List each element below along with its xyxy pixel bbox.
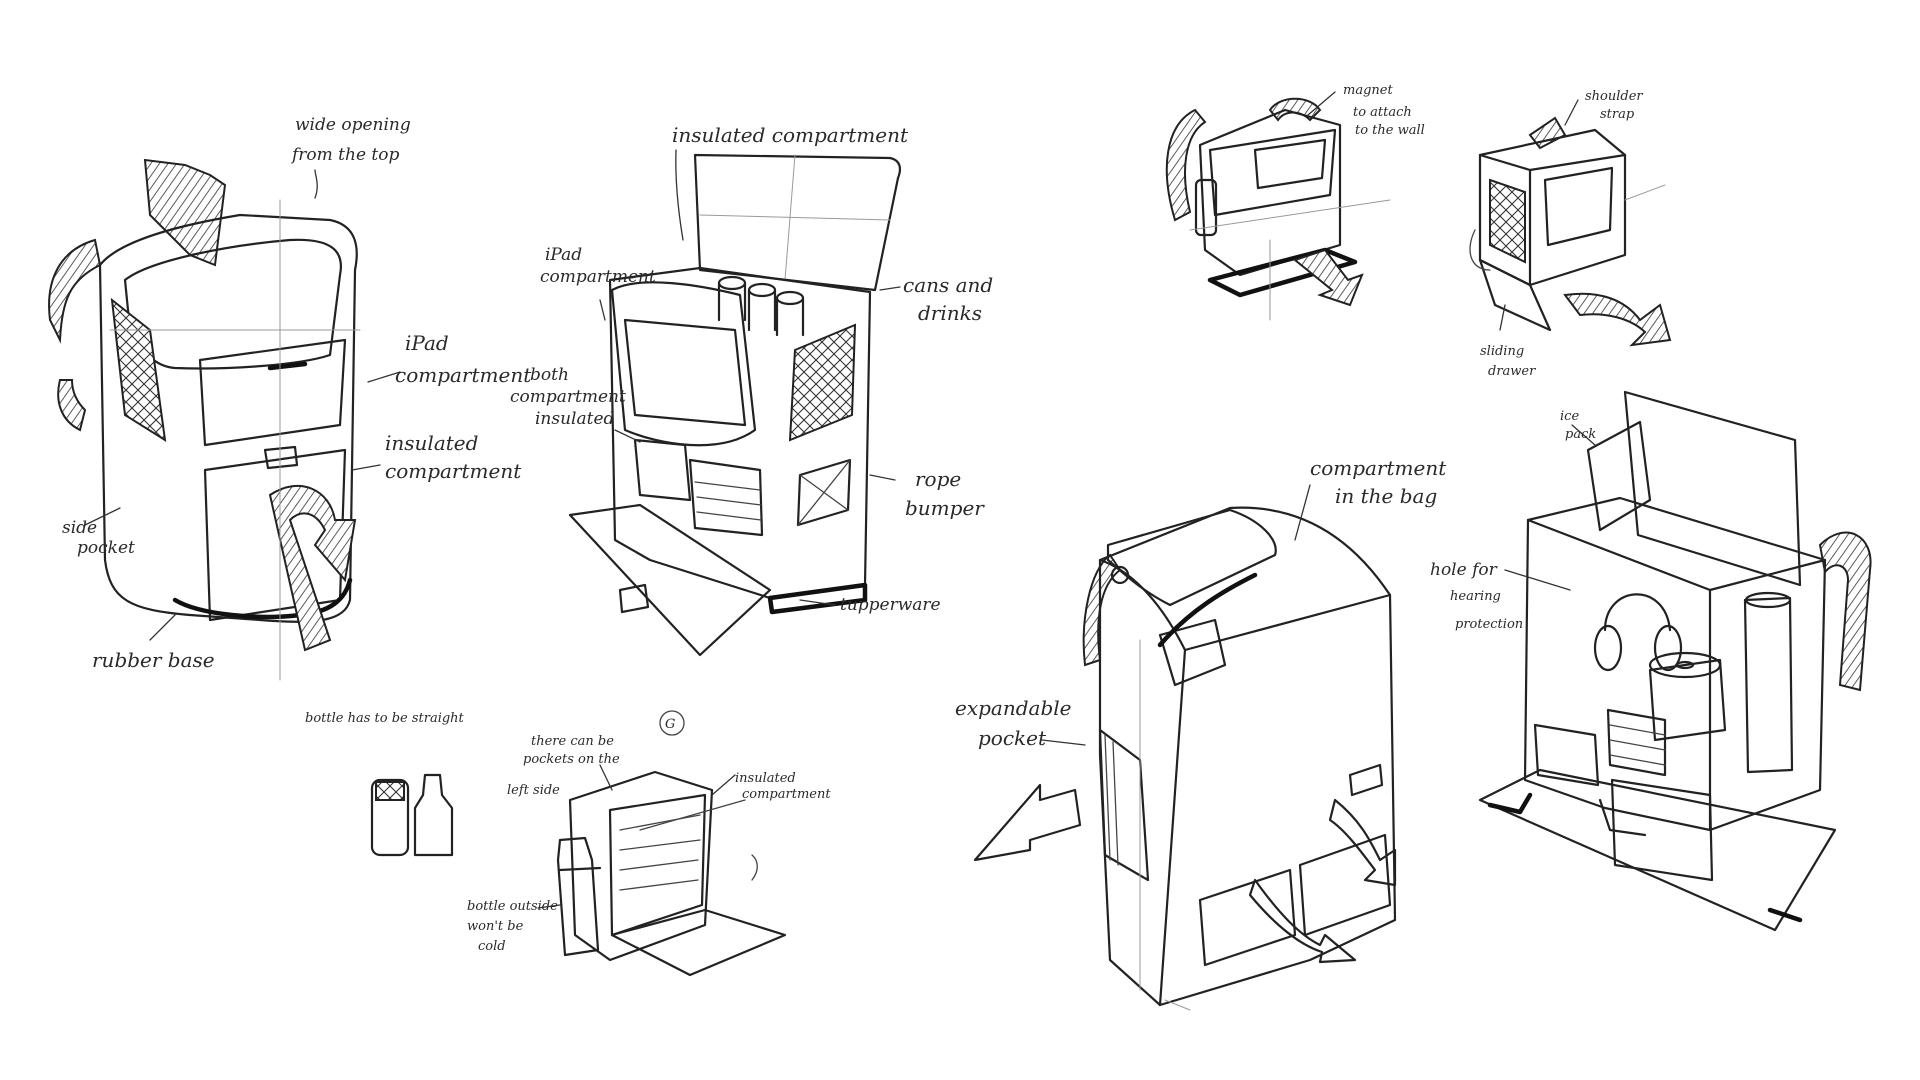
label-hole-2: hearing [1450,589,1501,604]
label-rope-2: bumper [905,496,985,520]
label-drawer-2: drawer [1488,364,1536,379]
label-outside-3: cold [478,939,506,954]
sketch-drawer-pack [1469,99,1672,347]
label-cans-2: drinks [918,301,982,325]
label-ipad-2: compartment [395,363,532,387]
label-compartment-2: in the bag [1335,484,1437,508]
label-ice-2: pack [1565,427,1596,442]
label-expandable-2: pocket [978,726,1047,750]
label-s3-insulated-1: insulated [735,771,796,786]
label-magnet-2: to attach [1353,105,1412,120]
label-insulated-1: insulated [385,431,478,455]
cans-and-drinks [717,275,805,337]
sketch-open-backpack [568,149,901,657]
tupperware-stack [633,438,764,537]
drop-down-tray [568,503,772,657]
label-pockets-2: pockets on the [523,752,620,767]
label-expandable-1: expandable [955,696,1071,720]
sketch-closed-backpack [48,158,401,681]
label-strap-1: shoulder [1585,89,1643,104]
label-rope-1: rope [915,467,961,491]
sketch-expandable-pack [973,484,1397,1011]
label-side-pocket-1: side [62,518,97,538]
label-ice-1: ice [1560,409,1579,424]
mini-pack [556,770,787,977]
label-wide-opening-1: wide opening [295,115,411,135]
label-cans-1: cans and [903,273,993,297]
side-mesh-pocket [110,297,167,442]
sketch-headphone-pack [1478,390,1872,932]
label-s3-insulated-2: compartment [742,787,831,802]
pack-body-outline [98,213,358,623]
label-pockets-3: left side [507,783,560,798]
label-s2-ipad-1: iPad [545,245,582,265]
label-insulated-2: compartment [385,459,522,483]
insulated-open-arrow [268,485,357,652]
label-hole-3: protection [1455,617,1523,632]
circled-marker [659,710,685,736]
label-drawer-1: sliding [1480,344,1524,359]
label-side-pocket-2: pocket [77,538,135,558]
ipad-zipper-handle [267,361,308,371]
label-hole-1: hole for [1430,560,1498,580]
label-ipad-1: iPad [405,331,449,355]
shoulder-strap-lower [57,379,87,432]
label-both-3: insulated [535,409,615,429]
bag-top-compartment [1106,508,1277,607]
pack-top-lid [123,238,342,370]
label-compartment-1: compartment [1310,456,1447,480]
label-magnet-1: magnet [1343,83,1393,98]
shoulder-strap-back [48,238,102,344]
label-pockets-1: there can be [531,734,614,749]
pack-shell [1523,496,1827,832]
label-both-2: compartment [510,387,626,407]
ipad-compartment-panel [198,338,347,447]
label-magnet-3: to the wall [1355,123,1425,138]
bottle-b [413,773,454,857]
ipad-screen [623,318,747,427]
label-rubber-base: rubber base [92,648,215,672]
label-insulated-top: insulated compartment [672,123,909,147]
open-lid [693,153,901,292]
paper-roll [1648,651,1727,742]
base-tray [1478,768,1837,932]
label-strap-2: strap [1600,107,1635,122]
label-both-1: both [530,365,569,385]
thermos [1743,591,1794,774]
sketch-magnet-pack [1165,91,1391,321]
headphones [1593,593,1683,672]
label-wide-opening-2: from the top [290,145,399,165]
raised-lid [1623,390,1802,587]
label-circled-g: G [665,717,675,732]
label-outside-2: won't be [467,919,524,934]
sketch-bottle-concept [370,710,787,977]
bottle-a [370,778,410,857]
side-mesh-panel [788,323,857,442]
top-opening-arrow [143,158,227,267]
rubber-base-edge-2 [767,582,868,615]
expandable-side-pocket [1098,728,1150,882]
label-s2-ipad-2: compartment [540,267,656,287]
side-bottle [556,836,600,957]
label-outside-1: bottle outside [467,899,558,914]
ipad-sleeve-flap [610,281,757,447]
rubber-base-edge [172,577,353,620]
pack-body [608,266,872,600]
label-tupperware: tupperware [840,595,941,615]
label-bottle-note: bottle has to be straight [305,711,465,726]
center-clip [263,445,299,470]
